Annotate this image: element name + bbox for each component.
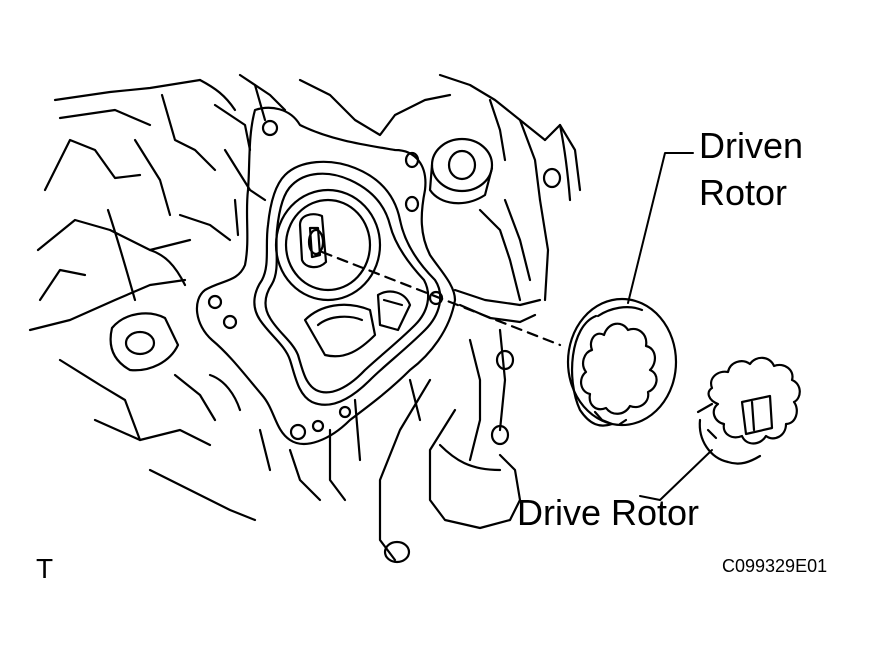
corner-mark: T	[36, 553, 54, 584]
drive-rotor-leader	[639, 449, 713, 501]
figure-code: C099329E01	[722, 556, 828, 576]
engine-block	[28, 73, 582, 564]
driven-rotor	[566, 297, 678, 427]
driven-rotor-label-line2: Rotor	[699, 172, 788, 213]
drive-rotor-label: Drive Rotor	[517, 492, 700, 533]
pump-body	[195, 106, 457, 445]
drive-rotor	[696, 356, 801, 465]
alignment-line	[320, 250, 562, 347]
driven-rotor-leader	[627, 152, 694, 304]
driven-rotor-label-line1: Driven	[699, 125, 804, 166]
